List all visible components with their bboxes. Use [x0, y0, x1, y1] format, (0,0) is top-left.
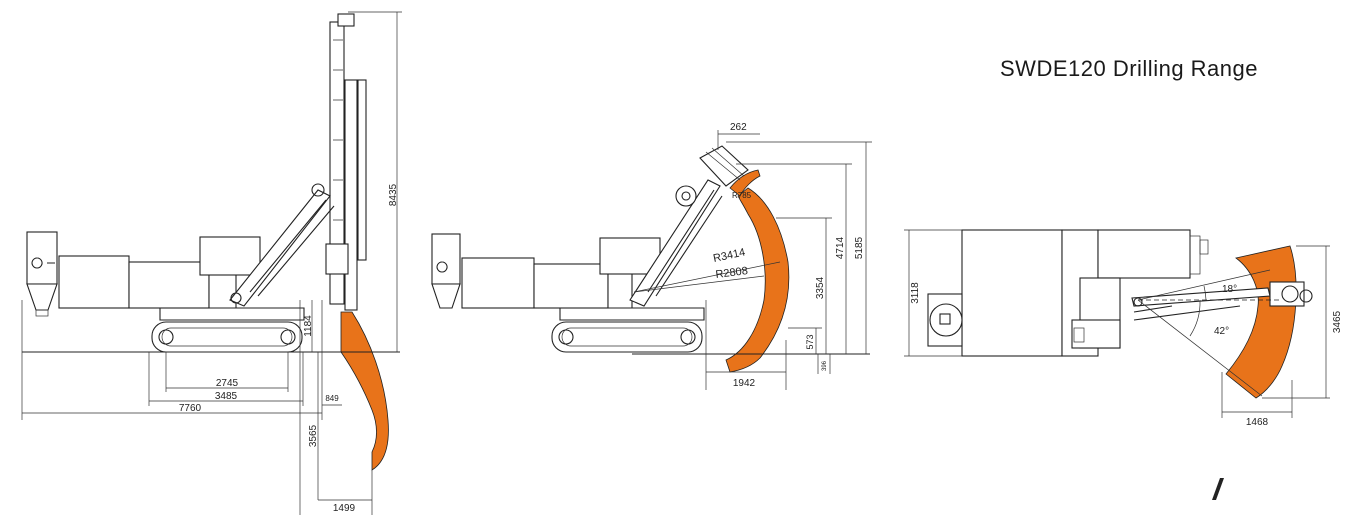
dim-top: 262: [730, 122, 747, 133]
dim-above-ground: 1184: [303, 315, 314, 337]
dim-track-inner: 2745: [216, 378, 239, 389]
top-view-drill-head: [1269, 281, 1305, 307]
side-view-cabin: [199, 236, 261, 276]
dim-low-2: 396: [822, 360, 828, 371]
side-view-mast-rail: [344, 79, 358, 311]
top-view-body: [961, 229, 1063, 357]
dim-angle-1: 18°: [1222, 284, 1237, 295]
dim-width: 1942: [733, 378, 756, 389]
dim-overall-length: 7760: [179, 403, 202, 414]
side-view-mast: [329, 21, 345, 305]
boom-view: R3414 R2808 R785 262 5185 4714 3354 573: [431, 122, 872, 390]
side-view-rear-tank: [26, 231, 58, 285]
dim-track-outer: 3485: [215, 391, 238, 402]
boom-view-drilling-range: [725, 187, 790, 373]
boom-view-counterweight: [461, 257, 535, 309]
dim-span: 1468: [1246, 417, 1269, 428]
dim-radius-head: R785: [732, 191, 752, 200]
dim-low-1: 573: [805, 334, 815, 349]
dim-depth: 3565: [308, 424, 319, 447]
dim-height-low: 3354: [815, 276, 826, 299]
dim-offset: 849: [325, 394, 339, 403]
side-view-drilling-range: [340, 311, 389, 471]
boom-view-rear-tank: [431, 233, 461, 285]
boom-view-crawler-track: [551, 321, 703, 353]
side-view-engine-housing: [128, 261, 210, 309]
top-view-reel: [929, 303, 963, 337]
drawing-title: SWDE120 Drilling Range: [1000, 56, 1258, 81]
dim-height-mid: 4714: [835, 236, 846, 259]
side-view-counterweight: [58, 255, 130, 309]
dim-radius-outer: R3414: [712, 246, 746, 264]
boom-view-boom: [629, 179, 721, 307]
dim-angle-2: 42°: [1214, 326, 1229, 337]
side-view-crawler-track: [151, 321, 303, 353]
side-view-boom: [229, 189, 331, 307]
side-view: 8435 2745 3485 7760 849 1184: [21, 11, 402, 515]
top-view: 18° 42° 3118 3465 1468: [904, 229, 1343, 428]
dim-width-right: 3465: [1332, 310, 1343, 333]
dim-height-total: 5185: [854, 236, 865, 259]
boom-view-head-range: [729, 169, 761, 197]
dim-width-left: 3118: [910, 282, 921, 304]
brand-mark-icon: [1212, 478, 1224, 500]
dim-height: 8435: [388, 183, 399, 206]
side-view-dust-collector: [26, 283, 58, 311]
dim-range-width: 1499: [333, 503, 356, 514]
top-view-drilling-range: [1225, 245, 1297, 399]
top-view-cabin: [1097, 229, 1191, 279]
dim-radius-inner: R2808: [715, 265, 749, 281]
